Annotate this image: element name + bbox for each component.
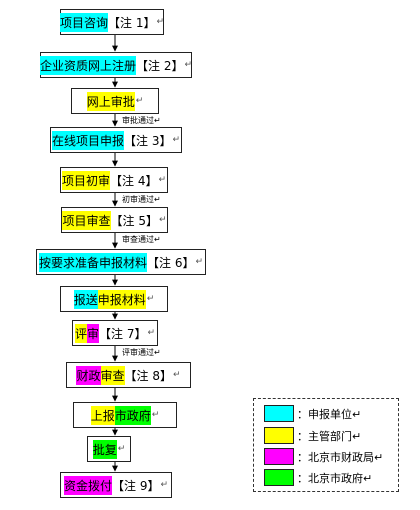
paragraph-mark-icon: ↵ — [172, 135, 180, 145]
step-note-ref: 【注 4】 — [110, 173, 158, 188]
step-label-finance: 财政 — [76, 365, 101, 385]
legend-row-government: ：北京市政府↵ — [264, 469, 372, 486]
legend-label-government: ：北京市政府↵ — [297, 471, 373, 485]
step-box-12: 批复↵ — [87, 436, 131, 462]
legend-swatch-government — [264, 469, 294, 486]
paragraph-mark-icon: ↵ — [158, 215, 167, 225]
step-box-10: 财政审查【注 8】↵ — [66, 362, 191, 388]
step-label-authority: 审查 — [100, 365, 125, 385]
step-box-6: 项目审查【注 5】↵ — [61, 207, 168, 233]
condition-label: 审查通过↵ — [122, 235, 161, 244]
paragraph-mark-icon: ↵ — [117, 444, 126, 454]
step-note-ref: 【注 5】 — [110, 213, 158, 228]
step-label-applicant: 报送 — [73, 289, 98, 309]
paragraph-mark-icon: ↵ — [160, 480, 168, 490]
step-box-3: 网上审批↵ — [71, 88, 159, 114]
step-label-applicant: 按要求准备申报材料 — [38, 252, 147, 272]
step-label-authority: 上报 — [90, 405, 115, 425]
paragraph-mark-icon: ↵ — [156, 17, 165, 27]
step-label-authority: 网上审批 — [86, 91, 135, 111]
step-box-8: 报送申报材料↵ — [60, 286, 168, 312]
step-box-2: 企业资质网上注册【注 2】↵ — [40, 52, 192, 78]
condition-label: 初审通过↵ — [122, 195, 161, 204]
step-box-7: 按要求准备申报材料【注 6】↵ — [36, 249, 206, 275]
step-note-ref: 【注 8】 — [124, 368, 172, 383]
legend-label-applicant: ：申报单位↵ — [297, 407, 362, 421]
legend-row-applicant: ：申报单位↵ — [264, 405, 361, 422]
step-label-authority: 申报材料 — [97, 289, 146, 309]
step-note-ref: 【注 3】 — [124, 133, 172, 148]
legend-label-finance: ：北京市财政局↵ — [297, 450, 384, 464]
step-box-5: 项目初审【注 4】↵ — [60, 167, 168, 193]
step-label-finance: 审 — [87, 323, 100, 343]
step-label-government: 批复 — [92, 439, 117, 459]
step-label-finance: 资金拨付 — [63, 475, 112, 495]
legend-row-authority: ：主管部门↵ — [264, 427, 361, 444]
step-note-ref: 【注 6】 — [147, 255, 195, 270]
step-note-ref: 【注 7】 — [99, 326, 147, 341]
step-box-9: 评审【注 7】↵ — [72, 320, 158, 346]
legend-swatch-applicant — [264, 405, 294, 422]
legend-swatch-finance — [264, 448, 294, 465]
paragraph-mark-icon: ↵ — [147, 328, 156, 338]
step-box-4: 在线项目申报【注 3】↵ — [50, 127, 182, 153]
paragraph-mark-icon: ↵ — [151, 410, 160, 420]
condition-label: 评审通过↵ — [122, 348, 161, 357]
step-box-1: 项目咨询【注 1】↵ — [60, 9, 164, 35]
paragraph-mark-icon: ↵ — [195, 257, 203, 267]
step-box-13: 资金拨付【注 9】↵ — [60, 472, 172, 498]
step-label-authority: 评 — [74, 323, 87, 343]
step-label-applicant: 企业资质网上注册 — [40, 55, 137, 75]
paragraph-mark-icon: ↵ — [135, 96, 144, 106]
paragraph-mark-icon: ↵ — [184, 60, 193, 70]
condition-label: 审批通过↵ — [122, 116, 161, 125]
paragraph-mark-icon: ↵ — [146, 294, 155, 304]
legend-swatch-authority — [264, 427, 294, 444]
paragraph-mark-icon: ↵ — [158, 175, 166, 185]
step-label-authority: 项目审查 — [62, 210, 111, 230]
step-label-government: 市政府 — [114, 405, 151, 425]
legend-row-finance: ：北京市财政局↵ — [264, 448, 383, 465]
step-note-ref: 【注 1】 — [108, 15, 156, 30]
step-label-applicant: 在线项目申报 — [51, 130, 124, 150]
step-note-ref: 【注 2】 — [136, 58, 184, 73]
step-note-ref: 【注 9】 — [112, 478, 160, 493]
step-label-applicant: 项目咨询 — [60, 12, 109, 32]
color-legend: ：申报单位↵ ：主管部门↵ ：北京市财政局↵ ：北京市政府↵ — [253, 398, 399, 492]
legend-label-authority: ：主管部门↵ — [297, 429, 362, 443]
step-label-authority: 项目初审 — [61, 170, 110, 190]
paragraph-mark-icon: ↵ — [172, 370, 181, 380]
step-box-11: 上报市政府↵ — [73, 402, 177, 428]
